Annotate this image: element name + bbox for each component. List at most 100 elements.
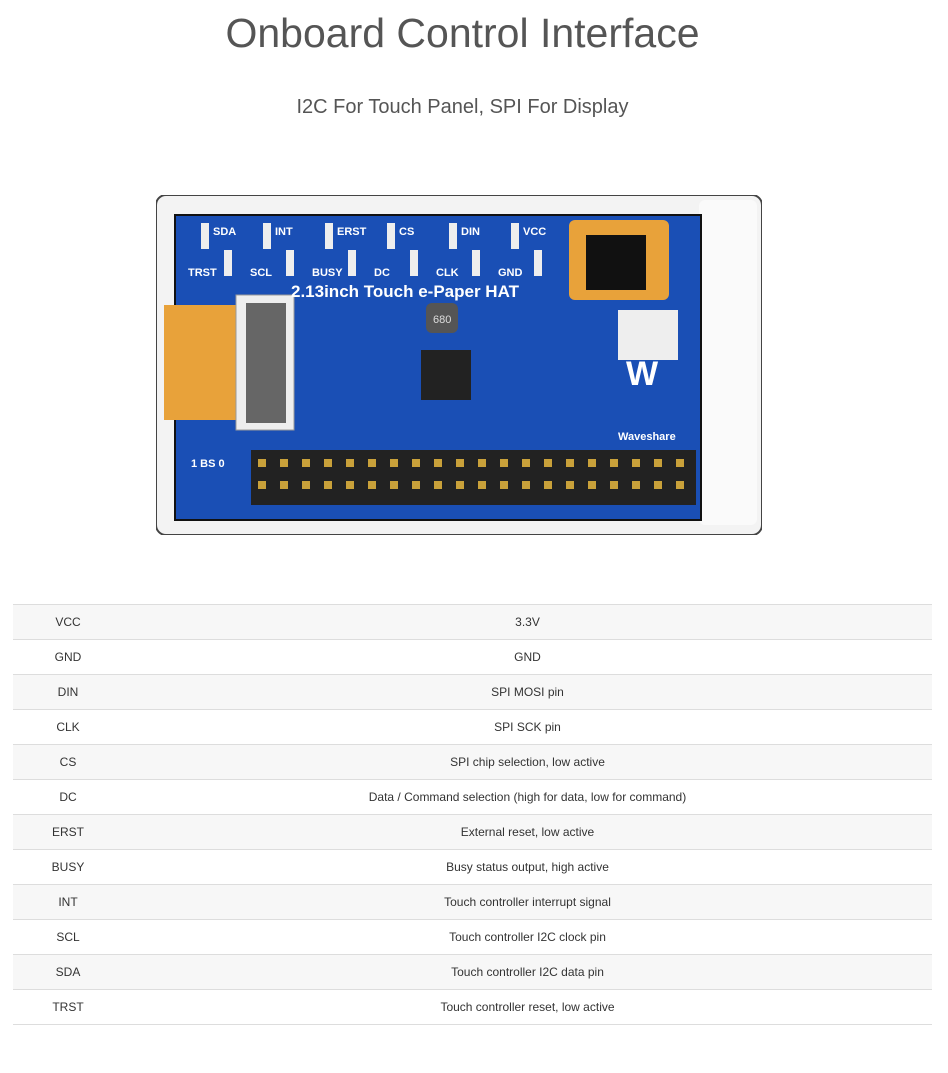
bottom-pin-label: GND bbox=[498, 267, 523, 279]
pin-description: Touch controller reset, low active bbox=[123, 989, 932, 1025]
header-pin bbox=[258, 459, 266, 467]
board-photo: SDA INT ERST CS DIN VCC TRST SCL BUSY DC CLK GND 2.… bbox=[156, 195, 762, 535]
pad bbox=[449, 223, 457, 249]
pin-name: TRST bbox=[13, 989, 123, 1025]
pin-name: SCL bbox=[13, 919, 123, 955]
pin-description: Busy status output, high active bbox=[123, 849, 932, 885]
pin-name: BUSY bbox=[13, 849, 123, 885]
waveshare-logo-icon: W bbox=[626, 355, 659, 393]
header-pin bbox=[302, 481, 310, 489]
top-pin-label: CS bbox=[399, 226, 414, 238]
pin-name: GND bbox=[13, 639, 123, 675]
header-pin bbox=[544, 459, 552, 467]
pad bbox=[348, 250, 356, 276]
header-pin bbox=[302, 459, 310, 467]
header-pin bbox=[346, 481, 354, 489]
pin-description: Data / Command selection (high for data,… bbox=[123, 779, 932, 815]
header-pin bbox=[654, 459, 662, 467]
header-pin bbox=[676, 459, 684, 467]
header-pin bbox=[566, 481, 574, 489]
bottom-pin-label: CLK bbox=[436, 267, 459, 279]
header-pin bbox=[434, 481, 442, 489]
pad bbox=[325, 223, 333, 249]
header-pin bbox=[610, 481, 618, 489]
pin-name: SDA bbox=[13, 954, 123, 990]
header-pin bbox=[566, 459, 574, 467]
header-pin bbox=[522, 481, 530, 489]
pad bbox=[286, 250, 294, 276]
header-pin bbox=[368, 481, 376, 489]
header-pin bbox=[632, 459, 640, 467]
pin-name: VCC bbox=[13, 604, 123, 640]
top-pin-label: VCC bbox=[523, 226, 546, 238]
header-pin bbox=[610, 459, 618, 467]
bs-label: 1 BS 0 bbox=[191, 458, 225, 470]
header-pin bbox=[368, 459, 376, 467]
header-pin bbox=[676, 481, 684, 489]
bottom-pin-label: DC bbox=[374, 267, 390, 279]
header-pin bbox=[478, 481, 486, 489]
bottom-pin-label: BUSY bbox=[312, 267, 343, 279]
header-pin bbox=[500, 481, 508, 489]
pin-name: ERST bbox=[13, 814, 123, 850]
pin-name: DIN bbox=[13, 674, 123, 710]
header-pin bbox=[280, 459, 288, 467]
header-pin bbox=[456, 459, 464, 467]
header-pin bbox=[544, 481, 552, 489]
pin-description: Touch controller interrupt signal bbox=[123, 884, 932, 920]
header-pin bbox=[258, 481, 266, 489]
board-name: 2.13inch Touch e-Paper HAT bbox=[291, 282, 520, 301]
pin-name: CLK bbox=[13, 709, 123, 745]
pad bbox=[201, 223, 209, 249]
header-pin bbox=[456, 481, 464, 489]
pin-description: SPI SCK pin bbox=[123, 709, 932, 745]
pin-description: GND bbox=[123, 639, 932, 675]
bottom-pin-label: SCL bbox=[250, 267, 272, 279]
pin-description: External reset, low active bbox=[123, 814, 932, 850]
header-pin bbox=[588, 459, 596, 467]
pad bbox=[263, 223, 271, 249]
brand-label: Waveshare bbox=[618, 431, 676, 443]
header-pin bbox=[500, 459, 508, 467]
pad bbox=[534, 250, 542, 276]
header-pin bbox=[324, 459, 332, 467]
header-pin bbox=[654, 481, 662, 489]
top-pin-label: ERST bbox=[337, 226, 367, 238]
top-pin-label: INT bbox=[275, 226, 293, 238]
top-pin-label: DIN bbox=[461, 226, 480, 238]
header-pin bbox=[632, 481, 640, 489]
header-pin bbox=[412, 459, 420, 467]
pin-name: CS bbox=[13, 744, 123, 780]
top-pin-label: SDA bbox=[213, 226, 236, 238]
pin-name: INT bbox=[13, 884, 123, 920]
pin-description: SPI chip selection, low active bbox=[123, 744, 932, 780]
header-pin bbox=[280, 481, 288, 489]
pin-description: 3.3V bbox=[123, 604, 932, 640]
header-pin bbox=[522, 459, 530, 467]
header-pin bbox=[390, 481, 398, 489]
bottom-pin-label: TRST bbox=[188, 267, 217, 279]
inductor-label: 680 bbox=[433, 314, 451, 326]
pad bbox=[472, 250, 480, 276]
header-pin bbox=[324, 481, 332, 489]
pin-description: Touch controller I2C data pin bbox=[123, 954, 932, 990]
pad bbox=[387, 223, 395, 249]
pad bbox=[224, 250, 232, 276]
pin-name: DC bbox=[13, 779, 123, 815]
header-pin bbox=[588, 481, 596, 489]
header-pin bbox=[478, 459, 486, 467]
header-pin bbox=[412, 481, 420, 489]
page-subtitle: I2C For Touch Panel, SPI For Display bbox=[296, 96, 629, 118]
